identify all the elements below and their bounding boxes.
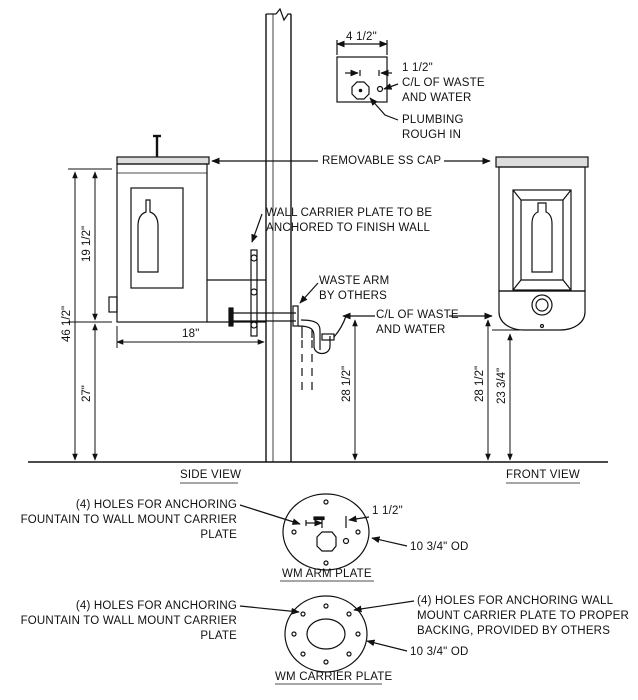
- top-cl-label-2: AND WATER: [402, 92, 472, 104]
- cap-label: REMOVABLE SS CAP: [322, 155, 442, 167]
- side-view-title: SIDE VIEW: [180, 469, 242, 481]
- top-offset-dim: 1 1/2": [402, 62, 433, 74]
- top-cl-label-1: C/L OF WASTE: [402, 77, 485, 89]
- carrier-od-label: 10 3/4" OD: [410, 646, 469, 658]
- upper-height-dim: 19 1/2": [81, 225, 93, 262]
- dimension-lines: [68, 168, 520, 461]
- arm-left-label-2: FOUNTAIN TO WALL MOUNT CARRIER: [20, 514, 237, 526]
- arm-od-label: 10 3/4" OD: [410, 541, 469, 553]
- wall-plate-label-1: WALL CARRIER PLATE TO BE: [266, 207, 433, 219]
- carrier-plate-title: WM CARRIER PLATE: [275, 671, 393, 683]
- front-view-unit: [495, 156, 589, 331]
- side-cl-label-1: C/L OF WASTE: [376, 309, 459, 321]
- rough-label-1: PLUMBING: [402, 114, 464, 126]
- waste-height-dim: 28 1/2": [341, 365, 353, 402]
- arm-plate-title: WM ARM PLATE: [282, 568, 372, 580]
- rough-in-detail: [336, 40, 399, 121]
- total-height-dim: 46 1/2": [61, 305, 73, 342]
- arm-left-label-3: PLATE: [200, 529, 237, 541]
- depth-dim: 18": [182, 328, 200, 340]
- rough-label-2: ROUGH IN: [402, 129, 462, 141]
- front-waste-dim: 28 1/2": [474, 365, 486, 402]
- wall-section: [265, 7, 292, 462]
- arm-offset-dim: 1 1/2": [372, 505, 403, 517]
- arm-left-label-1: (4) HOLES FOR ANCHORING: [75, 499, 237, 511]
- leader-lines: [211, 157, 493, 320]
- trap-piping: [297, 315, 347, 392]
- wm-carrier-plate: [239, 595, 415, 673]
- waste-arm-label-1: WASTE ARM: [319, 275, 390, 287]
- carrier-left-label-1: (4) HOLES FOR ANCHORING: [75, 600, 237, 612]
- carrier-right-label-1: (4) HOLES FOR ANCHORING WALL: [417, 595, 614, 607]
- carrier-right-label-3: BACKING, PROVIDED BY OTHERS: [417, 625, 611, 637]
- wm-arm-plate: [239, 493, 408, 571]
- side-view-unit: [108, 134, 299, 337]
- carrier-right-label-2: MOUNT CARRIER PLATE TO PROPER: [417, 610, 629, 622]
- side-cl-label-2: AND WATER: [376, 324, 446, 336]
- carrier-left-label-3: PLATE: [200, 630, 237, 642]
- front-view-title: FRONT VIEW: [506, 469, 580, 481]
- lower-height-dim: 27": [81, 385, 93, 402]
- wall-plate-label-2: ANCHORED TO FINISH WALL: [266, 222, 431, 234]
- waste-arm-label-2: BY OTHERS: [319, 290, 388, 302]
- front-bottom-dim: 23 3/4": [496, 367, 508, 404]
- carrier-left-label-2: FOUNTAIN TO WALL MOUNT CARRIER: [20, 615, 237, 627]
- top-width-dim: 4 1/2": [346, 31, 377, 43]
